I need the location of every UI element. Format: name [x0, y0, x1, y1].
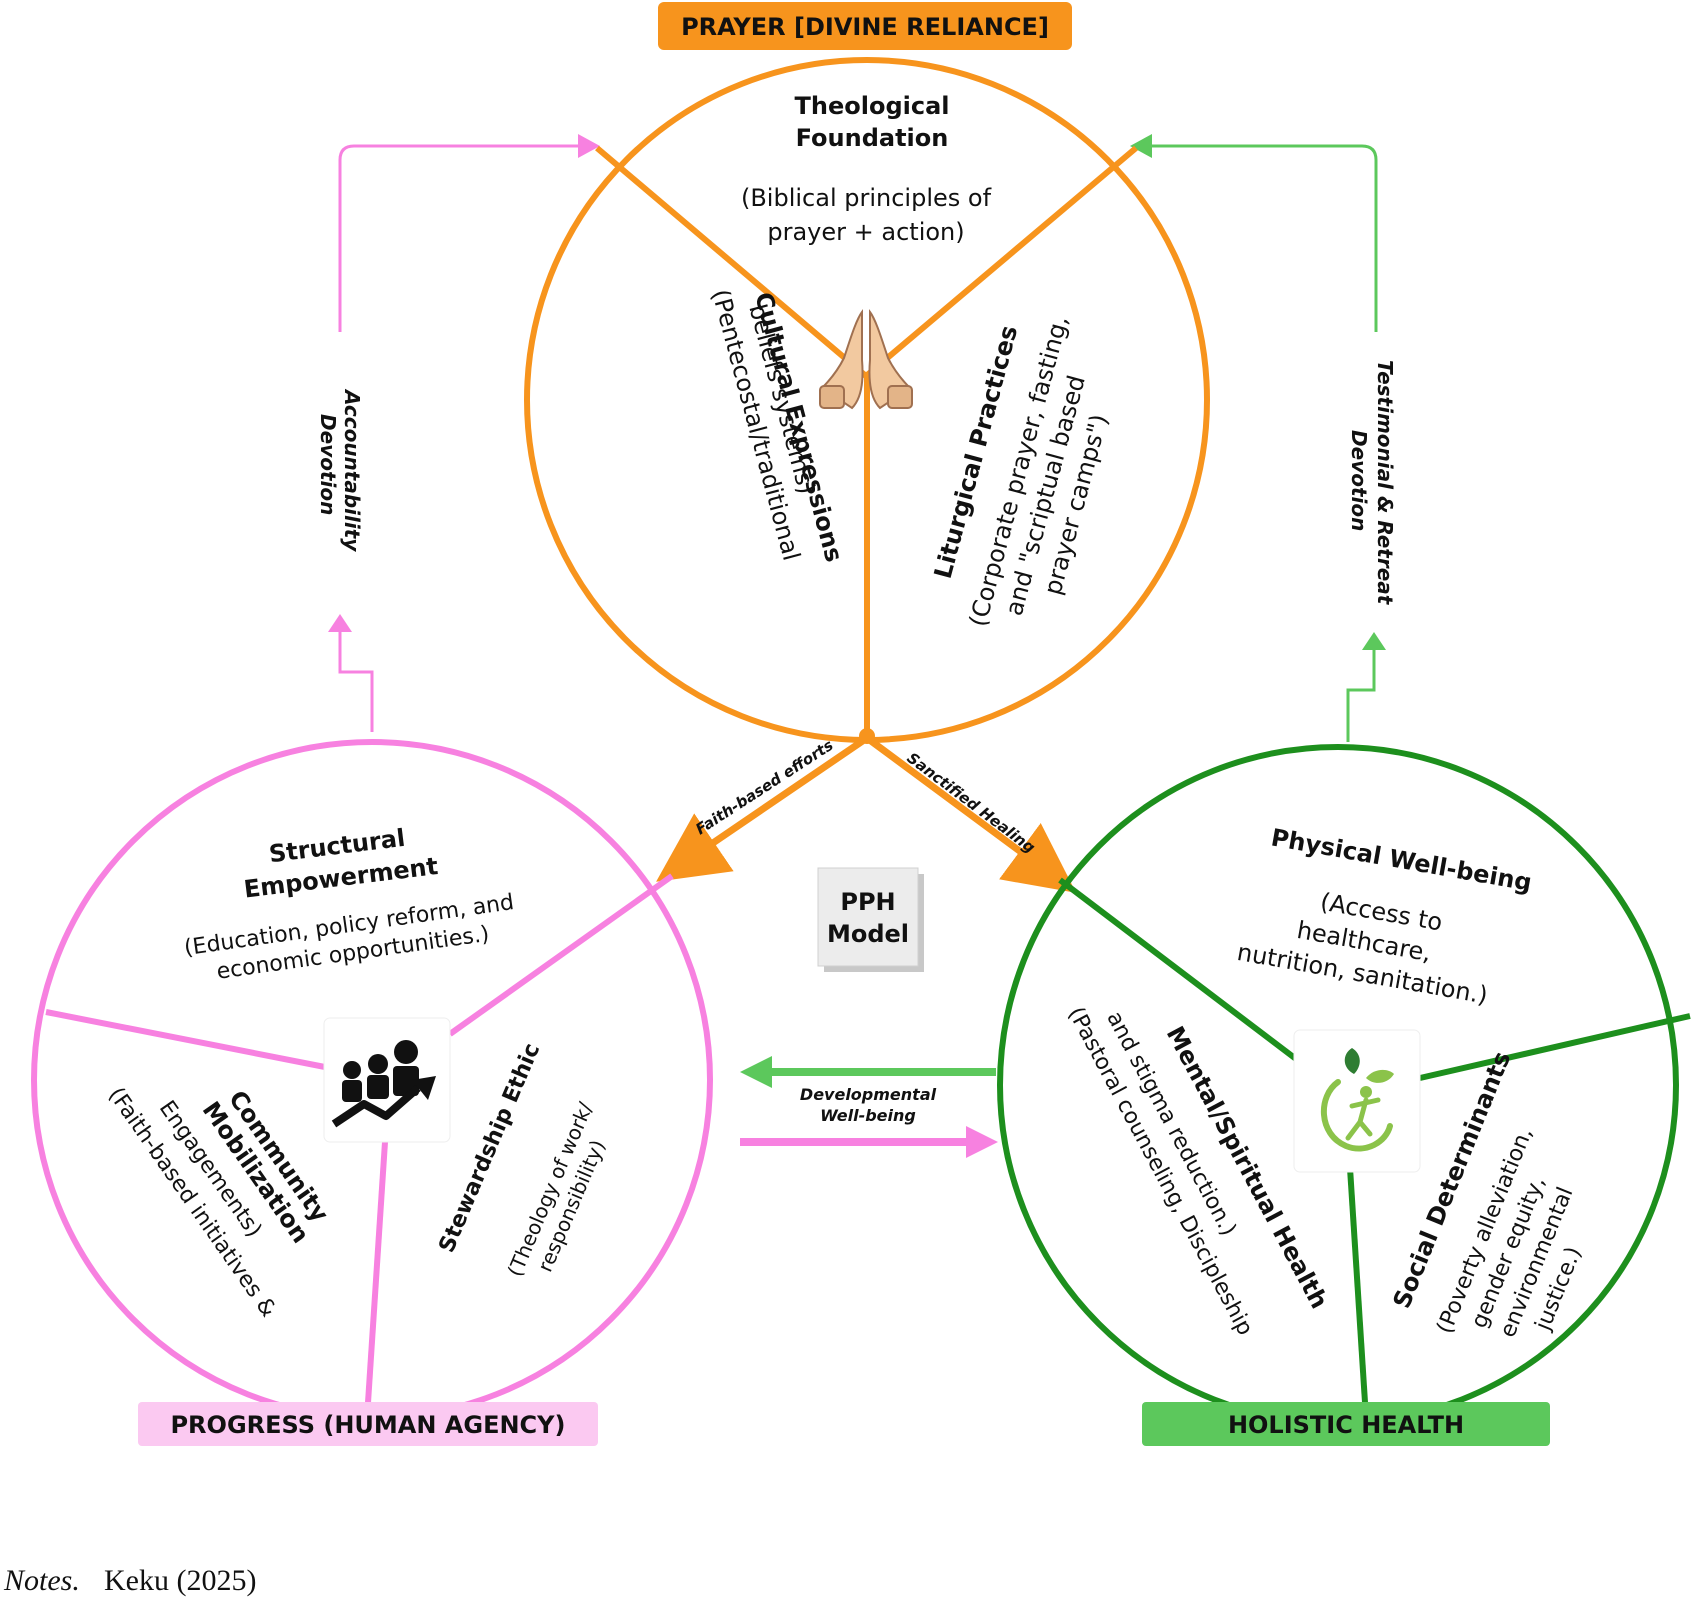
progress-label: PROGRESS (HUMAN AGENCY) — [170, 1411, 565, 1439]
community-growth-icon — [323, 1017, 451, 1143]
pph-model-line2: Model — [827, 920, 909, 948]
physical-desc-group: (Access to healthcare, nutrition, sanita… — [1235, 888, 1490, 1010]
praying-hands-icon — [819, 308, 913, 410]
accountability-top-path — [338, 144, 580, 332]
physical-title: Physical Well-being — [1269, 823, 1534, 896]
progress-divider-right — [448, 873, 674, 1037]
pph-model-box — [817, 867, 919, 967]
theological-title-1: Theological — [795, 92, 950, 120]
testimonial-top-arrowhead — [1130, 134, 1152, 158]
health-divider-left — [1058, 877, 1302, 1065]
physical-group: Physical Well-being — [1269, 823, 1534, 896]
structural-desc-group: (Education, policy reform, and economic … — [183, 890, 516, 985]
prayer-circle-group — [524, 57, 1210, 743]
testimonial-top-path — [1150, 144, 1378, 332]
progress-divider-left — [45, 1009, 331, 1071]
theological-desc-2: prayer + action) — [767, 218, 964, 246]
sanctified-label-group: Sanctified Healing — [904, 749, 1039, 857]
notes-text: Keku (2025) — [104, 1564, 256, 1597]
notes-label: Notes. — [3, 1564, 80, 1597]
developmental-label-2: Well-being — [820, 1106, 916, 1125]
accountability-arrowhead — [328, 614, 352, 632]
accountability-top-arrowhead — [578, 134, 600, 158]
testimonial-arrowhead — [1362, 632, 1386, 650]
accountability-arrow-path — [338, 630, 374, 732]
convergence-point — [859, 728, 875, 744]
testimonial-label-1: Testimonial & Retreat — [1373, 360, 1397, 606]
developmental-arrowhead-left — [740, 1056, 772, 1088]
sanctified-label: Sanctified Healing — [904, 749, 1039, 857]
health-label: HOLISTIC HEALTH — [1228, 1411, 1464, 1439]
structural-group: Structural Empowerment — [242, 824, 439, 904]
theological-title-2: Foundation — [796, 124, 949, 152]
faith-based-label: Faith-based efforts — [692, 736, 836, 838]
prayer-label: PRAYER [DIVINE RELIANCE] — [681, 13, 1049, 41]
progress-divider-bottom — [364, 1141, 388, 1419]
sanctified-arrow — [864, 735, 1077, 893]
accountability-label-2: Devotion — [316, 414, 340, 515]
theological-desc-1: (Biblical principles of — [741, 184, 992, 212]
developmental-label-1: Developmental — [800, 1085, 937, 1104]
health-divider-bottom — [1347, 1167, 1369, 1419]
faith-label-group: Faith-based efforts — [692, 736, 836, 838]
prayer-label-box — [658, 2, 1072, 50]
developmental-arrowhead-right — [966, 1126, 998, 1158]
testimonial-label-group: Testimonial & Retreat Devotion — [1347, 360, 1397, 606]
accountability-label-group: Accountability Devotion — [316, 388, 364, 552]
stewardship-desc-group: (Theology of work/ responsibility) — [503, 1098, 610, 1279]
mental-desc-1: (Pastoral counseling, Discipleship — [1063, 1003, 1258, 1340]
accountability-label-1: Accountability — [340, 388, 364, 552]
health-label-box — [1142, 1402, 1550, 1446]
faith-based-arrow — [656, 735, 869, 882]
progress-label-box — [138, 1402, 598, 1446]
testimonial-arrow-path — [1346, 648, 1376, 742]
testimonial-label-2: Devotion — [1347, 430, 1371, 531]
prayer-divider-right — [864, 145, 1138, 379]
pph-model-line1: PPH — [840, 888, 895, 916]
health-divider-right — [1419, 1013, 1691, 1081]
wellness-leaf-icon — [1293, 1029, 1421, 1173]
prayer-divider-left — [595, 145, 868, 379]
